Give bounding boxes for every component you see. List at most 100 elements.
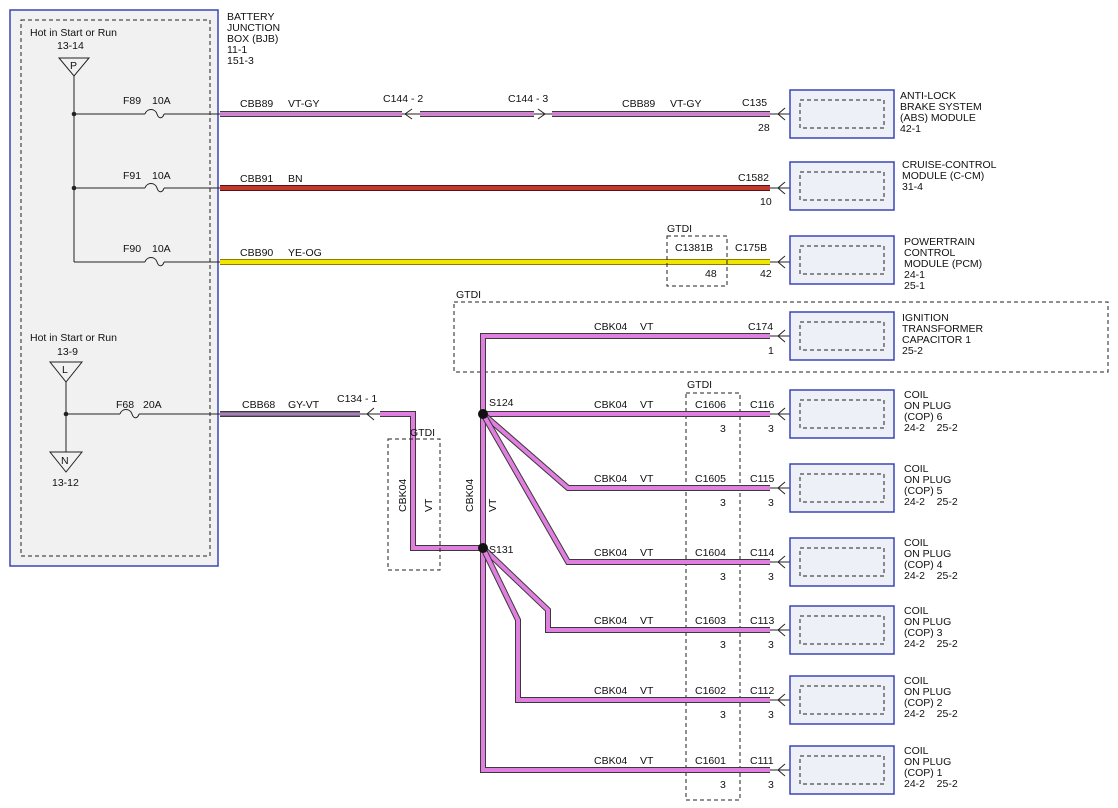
bjb-title-line-1: BATTERY xyxy=(227,11,274,23)
coil-module-c116[interactable] xyxy=(789,389,895,439)
coil-module-c114[interactable] xyxy=(789,537,895,587)
coil-module-c113[interactable] xyxy=(789,605,895,655)
coil-module-name-c114-2: ON PLUG xyxy=(904,548,951,560)
pcm-module-name-1: POWERTRAIN xyxy=(904,236,975,248)
coil-wire-color-c112: VT xyxy=(640,685,654,697)
ccm-module-name-2: MODULE (C-CM) xyxy=(902,170,984,182)
ignition-gtdi-label: GTDI xyxy=(456,289,481,301)
wire-cbk04-c115[interactable] xyxy=(481,411,770,491)
coil-wire-color-c111: VT xyxy=(640,755,654,767)
connector-c144-2: C144 - 2 xyxy=(383,93,423,105)
pcm-module-name-3: MODULE (PCM) xyxy=(904,258,982,270)
coil-module-c111[interactable] xyxy=(789,745,895,795)
coil-module-name-c116-4: 24-2 25-2 xyxy=(904,422,958,434)
coil-connector-arrow-icon xyxy=(777,407,786,421)
fuse-f90[interactable] xyxy=(74,257,220,267)
ccm-module[interactable] xyxy=(789,161,895,211)
ignition-module-name-3: CAPACITOR 1 xyxy=(902,334,971,346)
wire-cbk04-c112[interactable] xyxy=(480,546,770,703)
abs-connector-label: C135 xyxy=(742,97,767,109)
coil-connector-arrow-icon xyxy=(777,763,786,777)
coil-gtdi-column-box xyxy=(685,392,741,801)
coil-connector-label-c113: C113 xyxy=(750,615,774,627)
coil-wire-color-c116: VT xyxy=(640,399,654,411)
coil-inline-pin-c112: 3 xyxy=(720,709,726,721)
fuse-f68-name: F68 xyxy=(116,399,134,411)
coil-wire-color-c114: VT xyxy=(640,547,654,559)
bjb-title-line-3: BOX (BJB) xyxy=(227,33,278,45)
ignition-pin: 1 xyxy=(768,345,774,357)
coil-pin-c111: 3 xyxy=(768,779,774,791)
coil-connector-label-c112: C112 xyxy=(750,685,774,697)
fuse-f89[interactable] xyxy=(74,109,220,119)
coil-module-c115[interactable] xyxy=(789,463,895,513)
abs-wire2-color: VT-GY xyxy=(670,98,702,110)
coil-inline-connector-c112: C1602 xyxy=(695,685,726,697)
trunk-wire-id: CBK04 xyxy=(464,479,476,512)
pcm-pin: 42 xyxy=(760,268,772,280)
battery-junction-box[interactable] xyxy=(9,9,219,567)
ignition-gtdi-box xyxy=(453,301,1109,373)
coil-pin-c112: 3 xyxy=(768,709,774,721)
bjb-title-line-5: 151-3 xyxy=(227,55,254,67)
ccm-connector-label: C1582 xyxy=(738,172,769,184)
pcm-inline-connector: C1381B xyxy=(675,242,713,254)
pcm-module[interactable] xyxy=(789,235,895,285)
coil-module-name-c112-1: COIL xyxy=(904,675,929,687)
fuse-f68-rating: 20A xyxy=(143,399,162,411)
coil-connector-label-c116: C116 xyxy=(750,399,774,411)
coil-connector-arrow-icon xyxy=(777,481,786,495)
coil-inline-pin-c111: 3 xyxy=(720,779,726,791)
coil-wire-id-c112: CBK04 xyxy=(594,685,627,697)
power-source-l-letter: L xyxy=(62,364,68,376)
wire-cbk04-c113[interactable] xyxy=(480,545,770,633)
fuse-f91[interactable] xyxy=(74,183,220,193)
coil-module-c112[interactable] xyxy=(789,675,895,725)
splice-s124-label: S124 xyxy=(489,397,514,409)
ignition-connector-arrow-icon xyxy=(777,329,786,343)
coil-inline-connector-c116: C1606 xyxy=(695,399,726,411)
ccm-connector-arrow-icon xyxy=(777,181,786,195)
pcm-wire-id: CBB90 xyxy=(240,247,273,259)
ground-n-letter: N xyxy=(61,455,69,467)
trunk-wire-color: VT xyxy=(487,498,499,512)
fuse-f68[interactable] xyxy=(66,409,220,419)
coil-pin-c115: 3 xyxy=(768,497,774,509)
coil-inline-connector-c113: C1603 xyxy=(695,615,726,627)
pcm-gtdi-box xyxy=(666,235,728,287)
wire-cbk04-c114[interactable] xyxy=(480,412,770,565)
abs-pin: 28 xyxy=(758,122,770,134)
coil-module-name-c111-4: 24-2 25-2 xyxy=(904,778,958,790)
coil-module-name-c114-3: (COP) 4 xyxy=(904,559,943,571)
fuse-f90-name: F90 xyxy=(123,243,141,255)
coil-connector-arrow-icon xyxy=(777,555,786,569)
coil-module-name-c112-4: 24-2 25-2 xyxy=(904,708,958,720)
splice-s131[interactable] xyxy=(478,543,488,553)
abs-module-name-1: ANTI-LOCK xyxy=(900,90,956,102)
coil-pin-c116: 3 xyxy=(768,423,774,435)
hot-top-label: Hot in Start or Run xyxy=(30,27,117,39)
ignition-module-name-2: TRANSFORMER xyxy=(902,323,984,335)
coil-wire-color-c113: VT xyxy=(640,615,654,627)
ignition-capacitor-module[interactable] xyxy=(789,311,895,361)
bjb-title-line-2: JUNCTION xyxy=(227,22,280,34)
coil-inline-connector-c115: C1605 xyxy=(695,473,726,485)
abs-wire2-id: CBB89 xyxy=(622,98,655,110)
connector-c144-2-arrow-icon xyxy=(404,108,413,120)
cop-feed-wire-color: GY-VT xyxy=(288,399,320,411)
ground-n-ref: 13-12 xyxy=(52,477,79,489)
cop-feed-gtdi-label: GTDI xyxy=(410,427,435,439)
coil-inline-connector-c111: C1601 xyxy=(695,755,726,767)
coil-pin-c113: 3 xyxy=(768,639,774,651)
coil-connector-arrow-icon xyxy=(777,623,786,637)
coil-module-name-c115-3: (COP) 5 xyxy=(904,485,943,497)
abs-module[interactable] xyxy=(789,89,895,139)
abs-module-name-2: BRAKE SYSTEM xyxy=(900,101,982,113)
pcm-connector-label: C175B xyxy=(735,242,767,254)
abs-module-ref: 42-1 xyxy=(900,123,921,135)
connector-c144-3: C144 - 3 xyxy=(508,93,548,105)
coil-wire-color-c115: VT xyxy=(640,473,654,485)
splice-s124[interactable] xyxy=(478,409,488,419)
